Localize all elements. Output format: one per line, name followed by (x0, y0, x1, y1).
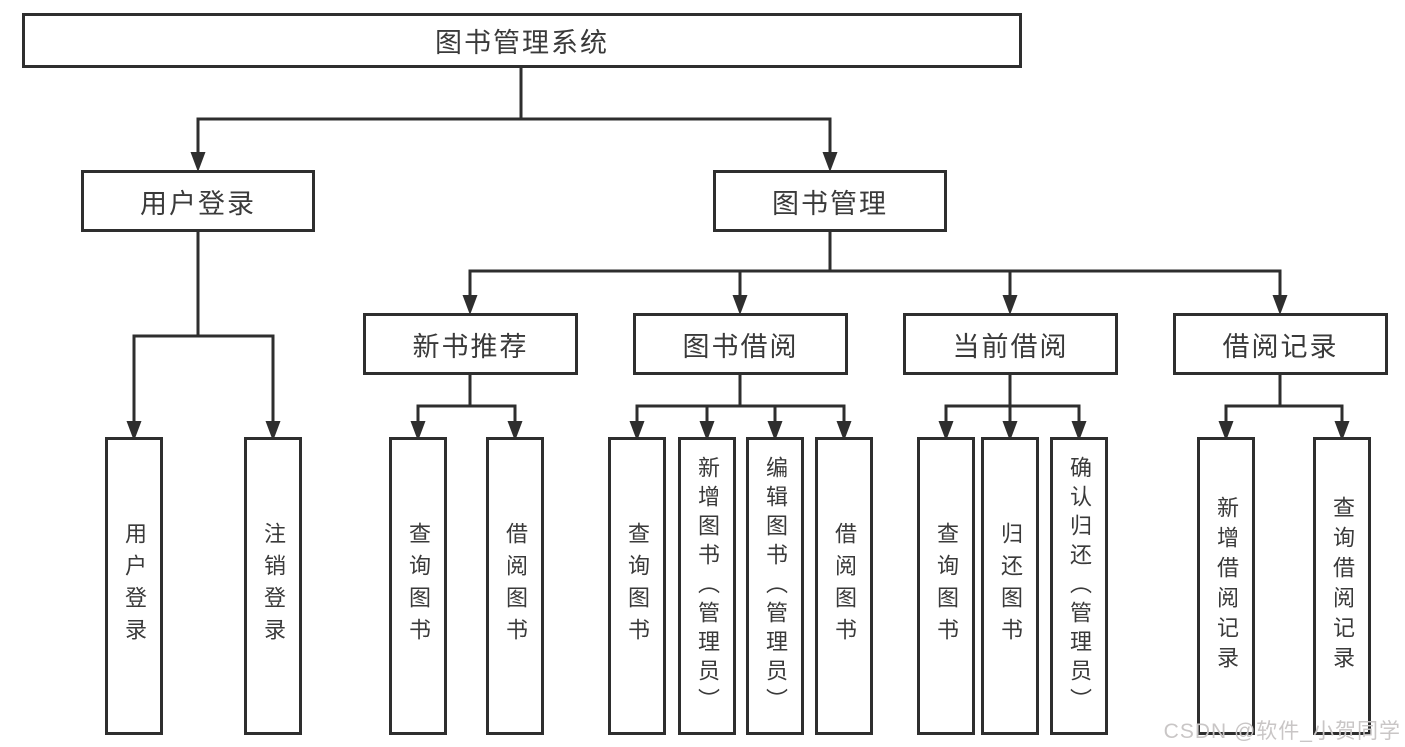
connector-currentborrow-to-leaves (944, 371, 1081, 427)
node-new-book-recommend: 新书推荐 (363, 313, 578, 375)
leaf-label: 确认归还（管理员） (1067, 455, 1092, 717)
leaf-label: 查询图书 (625, 522, 650, 650)
leaf-label: 新增借阅记录 (1214, 496, 1239, 676)
leaf-label: 借阅图书 (503, 522, 528, 650)
leaf-records-add-record: 新增借阅记录 (1197, 437, 1255, 735)
node-user-login: 用户登录 (81, 170, 315, 232)
leaf-logout: 注销登录 (244, 437, 302, 735)
leaf-current-return-books: 归还图书 (981, 437, 1039, 735)
leaf-borrow-edit-books-admin: 编辑图书（管理员） (746, 437, 804, 735)
leaf-current-query-books: 查询图书 (917, 437, 975, 735)
leaf-borrow-add-books-admin: 新增图书（管理员） (678, 437, 736, 735)
leaf-borrow-query-books: 查询图书 (608, 437, 666, 735)
leaf-newbook-borrow-books: 借阅图书 (486, 437, 544, 735)
node-root: 图书管理系统 (22, 13, 1022, 68)
connector-root-to-level2 (196, 64, 832, 156)
connector-records-to-leaves (1224, 371, 1344, 427)
connector-management-to-level3 (468, 228, 1282, 299)
leaf-current-confirm-return-admin: 确认归还（管理员） (1050, 437, 1108, 735)
connector-userlogin-to-leaves (132, 228, 275, 427)
arrowhead (1002, 295, 1018, 315)
leaf-records-query-record: 查询借阅记录 (1313, 437, 1371, 735)
leaf-label: 查询借阅记录 (1330, 496, 1355, 676)
leaf-label: 编辑图书（管理员） (763, 455, 788, 717)
leaf-label: 用户登录 (122, 522, 147, 650)
leaf-borrow-borrow-books: 借阅图书 (815, 437, 873, 735)
leaf-label: 查询图书 (934, 522, 959, 650)
arrowhead (190, 152, 206, 172)
arrowhead (462, 295, 478, 315)
leaf-label: 借阅图书 (832, 522, 857, 650)
node-current-borrow: 当前借阅 (903, 313, 1118, 375)
leaf-label: 归还图书 (998, 522, 1023, 650)
leaf-label: 新增图书（管理员） (695, 455, 720, 717)
arrowhead (822, 152, 838, 172)
node-book-borrow: 图书借阅 (633, 313, 848, 375)
arrowhead (1272, 295, 1288, 315)
leaf-newbook-query-books: 查询图书 (389, 437, 447, 735)
connector-newbook-to-leaves (416, 371, 517, 427)
connector-bookborrow-to-leaves (635, 371, 846, 427)
leaf-label: 查询图书 (406, 522, 431, 650)
arrowhead (732, 295, 748, 315)
csdn-watermark: CSDN @软件_小贺同学 (1163, 720, 1401, 743)
node-book-management: 图书管理 (713, 170, 947, 232)
node-borrow-records: 借阅记录 (1173, 313, 1388, 375)
leaf-label: 注销登录 (261, 522, 286, 650)
leaf-user-login: 用户登录 (105, 437, 163, 735)
